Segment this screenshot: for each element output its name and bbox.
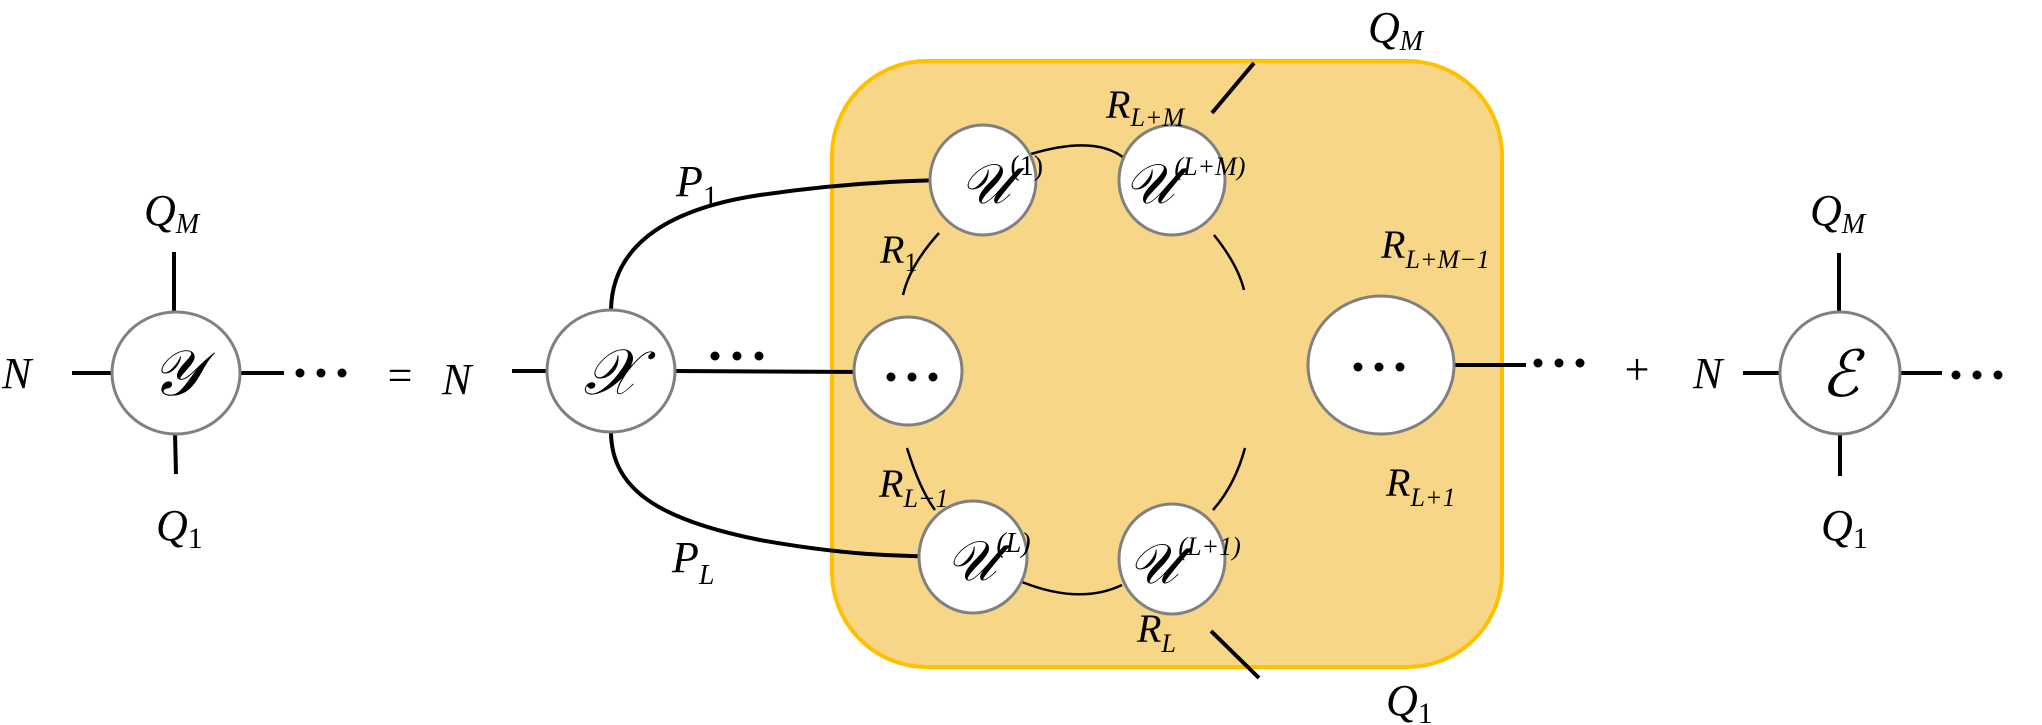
ring-node-ul-circle [917,499,1029,615]
ellipsis-dot [1972,370,1982,380]
ring-node-ul1-circle [1117,502,1227,616]
ring-node-dots-left [852,315,964,427]
rank-label-r-l-minus-1: RL−1 [878,461,948,513]
factor-edge-pl-label: PL [671,533,714,591]
ellipsis-dot [337,368,347,378]
ring-node-dots-left-circle [852,315,964,427]
ring-node-u1: 𝒰(1) [928,123,1043,237]
rank-label-r1: R1 [879,227,917,277]
noise-bottom-leg-label: Q1 [1821,501,1868,555]
noise-tensor-group: N ℰ QM Q1 [1692,186,2003,555]
ellipsis-dot [710,351,720,361]
ellipsis-dot [907,372,917,382]
ring-edges [901,144,1247,596]
core-tensor-node [545,308,677,434]
ellipsis-dot [1575,358,1585,368]
ellipsis-dot [754,351,764,361]
ellipsis-dot [316,368,326,378]
ellipsis-dot [1554,358,1564,368]
ellipsis-dot [928,372,938,382]
ring-node-ul1: 𝒰(L+1) [1117,502,1241,616]
ring-edge-r1 [901,232,940,296]
lhs-bottom-leg-label: Q1 [156,501,203,555]
ellipsis-dot [295,368,305,378]
ring-node-ulm-circle [1117,123,1227,237]
lhs-left-leg-label: N [1,349,34,398]
rank-label-r-lm: RL+M [1105,82,1185,132]
rank-label-r-lm-minus-1: RL+M−1 [1380,222,1490,274]
ring-right-ellipsis [1533,358,1585,368]
noise-tensor-node [1778,310,1902,436]
noise-ellipsis [1951,370,2003,380]
ring-edge-r-lm [1030,144,1125,159]
ring-edge-r-l-plus-1 [1212,447,1247,511]
rank-label-r-l-plus-1: RL+1 [1385,460,1455,512]
core-tensor-group: N 𝒳 P1 PL [441,157,964,591]
noise-tensor-symbol: ℰ [1821,339,1866,410]
ellipsis-dot [1374,362,1384,372]
ellipsis-dot [1395,362,1405,372]
lhs-ellipsis [295,368,347,378]
ellipsis-dot [1533,358,1543,368]
ring-node-ulm: 𝒰(L+M) [1117,123,1245,237]
ellipsis-dot [886,372,896,382]
ring-edge-r-l-minus-1 [905,447,937,511]
ring-top-outer-leg-label: QM [1368,3,1425,57]
core-left-leg-label: N [441,355,474,404]
equals-operator: = [388,351,413,400]
ring-node-ul: 𝒰(L) [917,499,1031,615]
ring-node-dots-right [1306,294,1456,436]
noise-left-leg-label: N [1692,349,1725,398]
ring-bottom-outer-leg [1209,629,1261,680]
ring-node-u1-circle [928,123,1038,237]
rank-label-r-l: RL [1136,606,1176,658]
factor-edge-pl [609,432,953,559]
lhs-tensor-group: 𝒴 N QM Q1 [1,186,347,555]
factor-edge-middle [674,369,867,374]
noise-top-leg-label: QM [1810,186,1867,240]
lhs-top-leg-label: QM [144,186,201,240]
middle-edge-ellipsis [710,351,764,361]
ring-top-outer-leg [1210,61,1256,115]
plus-operator: + [1625,345,1650,394]
lhs-tensor-node [110,310,242,436]
lhs-bottom-leg [173,432,178,475]
ring-edge-r-l [1021,580,1123,596]
factor-edge-p1 [609,178,964,311]
ellipsis-dot [1951,370,1961,380]
factor-edge-p1-label: P1 [675,157,718,213]
ellipsis-dot [1993,370,2003,380]
ring-bottom-outer-leg-label: Q1 [1386,676,1433,725]
ring-node-ul-label: 𝒰(L) [946,528,1031,593]
ring-edge-r-lm-minus-1 [1213,234,1246,291]
ellipsis-dot [732,351,742,361]
ellipsis-dot [1353,362,1363,372]
